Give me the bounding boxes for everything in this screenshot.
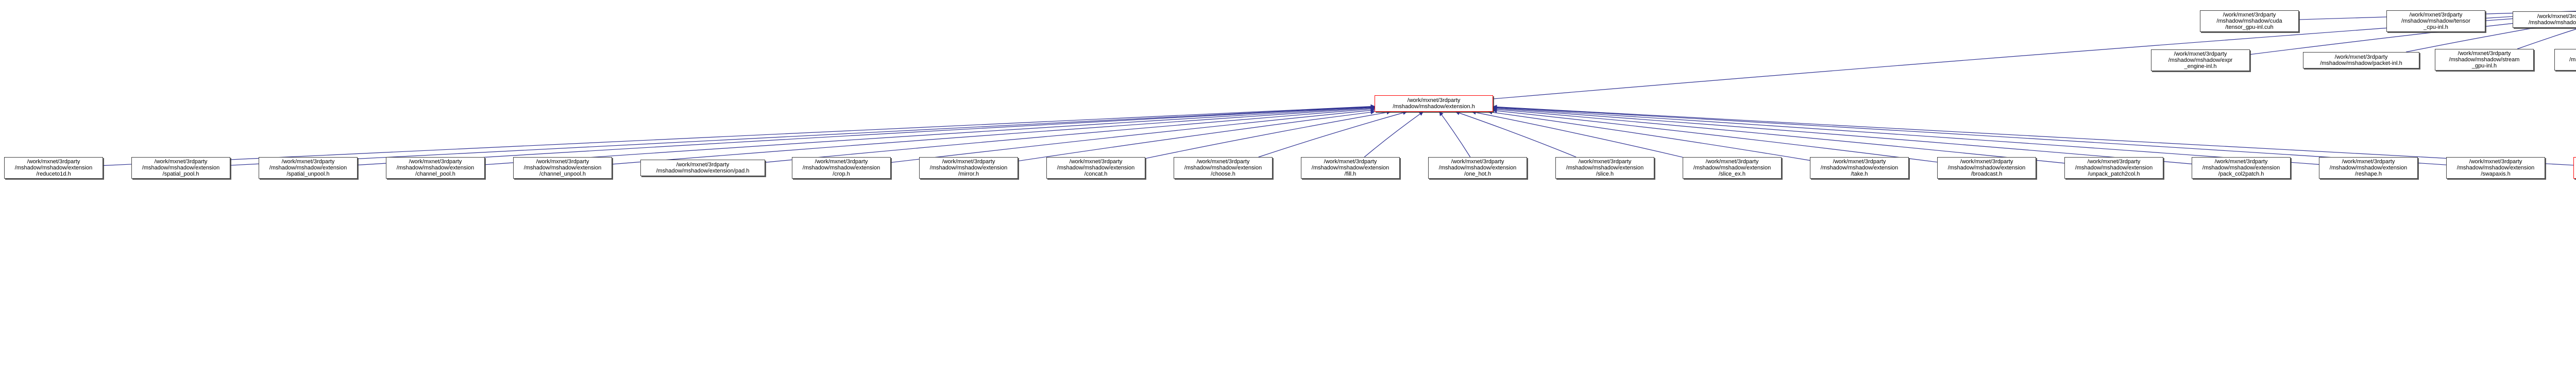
graph-node[interactable]: /work/mxnet/3rdparty /mshadow/mshadow/ex… xyxy=(1937,157,2036,179)
graph-edge xyxy=(1493,107,2065,164)
graph-edge xyxy=(230,105,1375,166)
graph-node[interactable]: /work/mxnet/3rdparty /mshadow/mshadow/ex… xyxy=(792,157,891,179)
graph-node[interactable]: /work/mxnet/3rdparty /mshadow/mshadow/st… xyxy=(2435,49,2534,71)
graph-node[interactable]: /work/mxnet/3rdparty /mshadow/mshadow/ex… xyxy=(2573,157,2576,179)
graph-node[interactable]: /work/mxnet/3rdparty /mshadow/mshadow/ex… xyxy=(1428,157,1527,179)
graph-node[interactable]: /work/mxnet/3rdparty /mshadow/mshadow/ex… xyxy=(2064,157,2163,179)
graph-node[interactable]: /work/mxnet/3rdparty /mshadow/mshadow/ex… xyxy=(513,157,612,179)
graph-edge xyxy=(1493,105,2574,166)
graph-node[interactable]: /work/mxnet/3rdparty /mshadow/mshadow/ex… xyxy=(1046,157,1145,179)
graph-edge xyxy=(1258,111,1408,158)
graph-node[interactable]: /work/mxnet/3rdparty /mshadow/mshadow/ex… xyxy=(1174,157,1273,179)
graph-node[interactable]: /work/mxnet/3rdparty /mshadow/mshadow/cu… xyxy=(2200,10,2299,32)
graph-node[interactable]: /work/mxnet/3rdparty /mshadow/mshadow/pa… xyxy=(2303,52,2419,68)
graph-node[interactable]: /work/mxnet/3rdparty /mshadow/mshadow/ex… xyxy=(919,157,1018,179)
graph-node[interactable]: /work/mxnet/3rdparty /mshadow/mshadow/ex… xyxy=(1301,157,1400,179)
graph-node[interactable]: /work/mxnet/3rdparty /mshadow/mshadow/ex… xyxy=(2151,49,2250,71)
graph-edge xyxy=(1493,106,2192,164)
graph-edge xyxy=(1439,111,1471,158)
graph-node[interactable]: /work/mxnet/3rdparty /mshadow/mshadow/ex… xyxy=(1375,95,1493,112)
graph-edge xyxy=(1455,111,1577,158)
graph-node[interactable]: /work/mxnet/3rdparty /mshadow/mshadow/ex… xyxy=(640,160,765,176)
graph-edge xyxy=(1493,106,2319,165)
graph-node[interactable]: /work/mxnet/3rdparty /mshadow/mshadow/ex… xyxy=(2192,157,2291,179)
graph-node[interactable]: /work/mxnet/3rdparty /mshadow/mshadow/ex… xyxy=(131,157,230,179)
graph-node[interactable]: /work/mxnet/3rdparty /mshadow/mshadow/te… xyxy=(2386,10,2485,32)
graph-edge xyxy=(1364,111,1423,158)
graph-node[interactable]: /work/mxnet/3rdparty /mshadow/mshadow/ex… xyxy=(1555,157,1654,179)
graph-edge xyxy=(765,107,1375,163)
graph-edge xyxy=(890,108,1375,163)
graph-node[interactable]: /work/mxnet/3rdparty /mshadow/mshadow/ex… xyxy=(259,157,358,179)
graph-edge xyxy=(1471,110,1683,158)
graph-node[interactable]: /work/mxnet/3rdparty /mshadow/mshadow/ex… xyxy=(2446,157,2545,179)
graph-node[interactable]: /work/mxnet/3rdparty /mshadow/mshadow/ex… xyxy=(1683,157,1782,179)
graph-edge xyxy=(484,105,1375,165)
graph-edge xyxy=(1493,105,2447,165)
graph-node[interactable]: /work/mxnet/3rdparty /mshadow/mshadow/te… xyxy=(2554,49,2576,71)
graph-node[interactable]: /work/mxnet/3rdparty /mshadow/mshadow/ex… xyxy=(2319,157,2418,179)
graph-edge xyxy=(357,105,1375,166)
graph-edge xyxy=(1493,109,1938,163)
graph-node[interactable]: /work/mxnet/3rdparty /mshadow/mshadow/ex… xyxy=(4,157,103,179)
graph-edge xyxy=(1487,110,1810,161)
graph-edge xyxy=(612,106,1375,165)
graph-edge xyxy=(1018,110,1375,162)
graph-node[interactable]: /work/mxnet/3rdparty /mshadow/mshadow/ba… xyxy=(2513,11,2576,28)
graph-node[interactable]: /work/mxnet/3rdparty /mshadow/mshadow/ex… xyxy=(386,157,485,179)
graph-node[interactable]: /work/mxnet/3rdparty /mshadow/mshadow/ex… xyxy=(1810,157,1909,179)
graph-edge xyxy=(1145,110,1391,159)
